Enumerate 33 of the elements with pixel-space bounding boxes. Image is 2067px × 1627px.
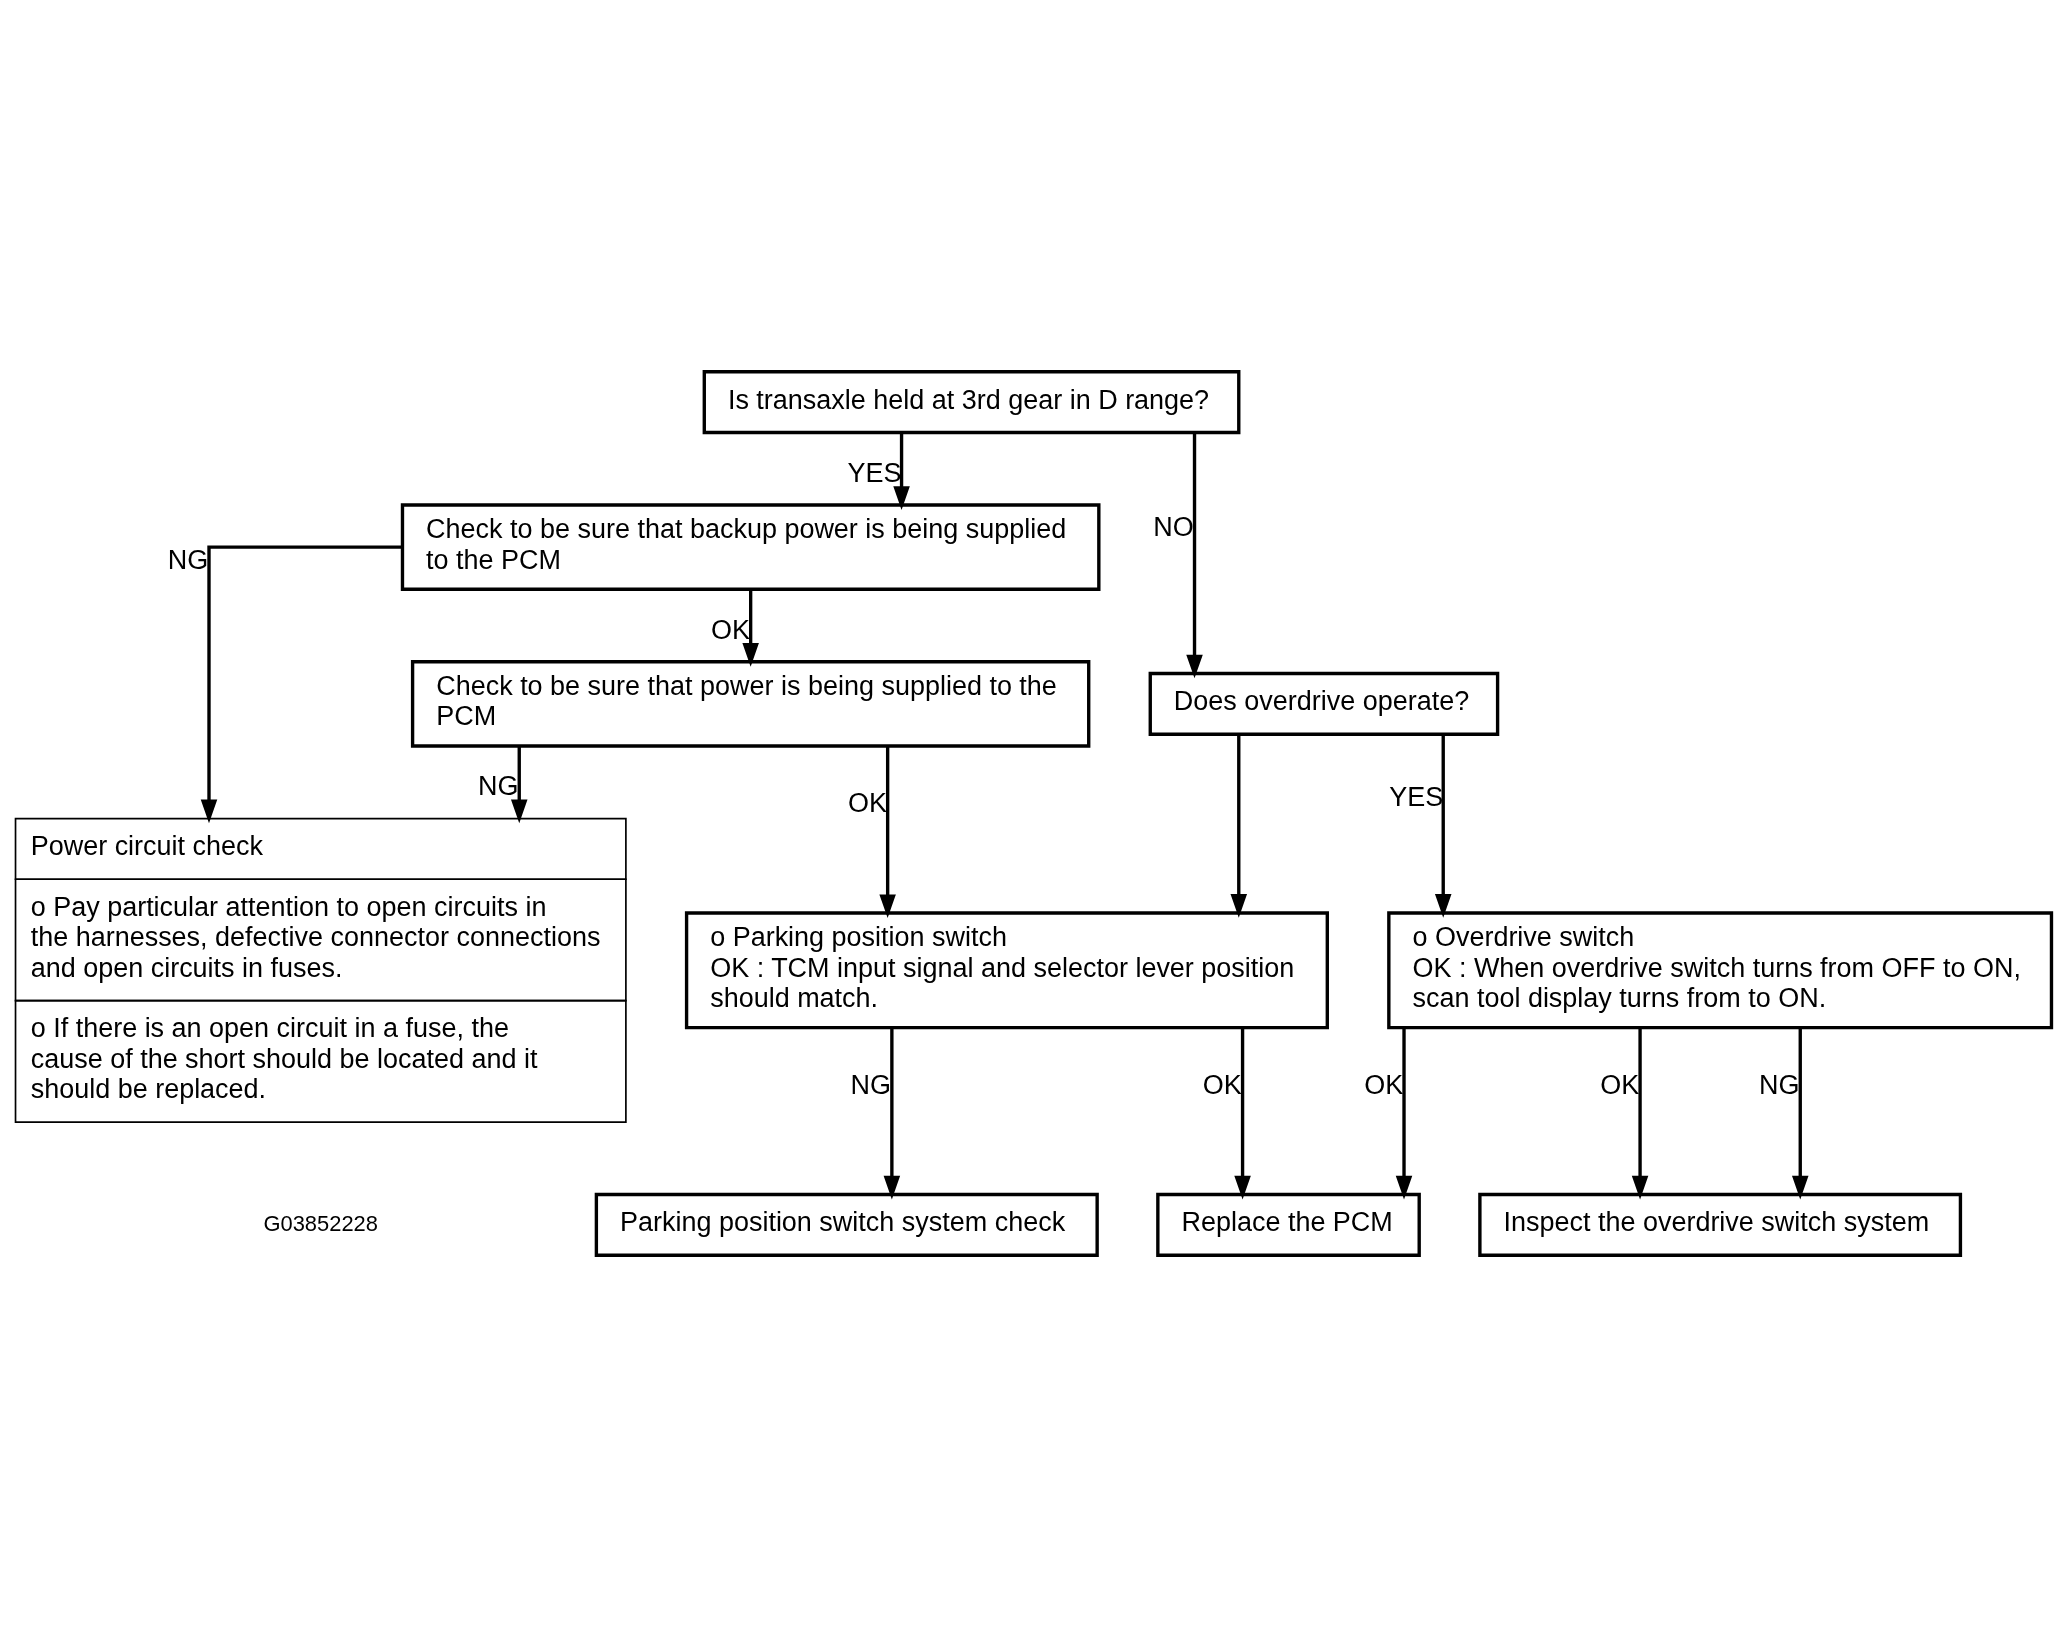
node-box: o Overdrive switch OK : When overdrive switch turns from OFF to ON, scan tool display turns from to ON. bbox=[1387, 911, 2054, 1030]
node-box: Replace the PCM bbox=[1156, 1192, 1421, 1257]
edge-label: NO bbox=[1153, 511, 1194, 542]
edge-label: OK bbox=[1202, 1070, 1242, 1101]
node-box: o Parking position switch OK : TCM input signal and selector lever position should match. bbox=[684, 911, 1329, 1030]
arrow bbox=[1186, 432, 1203, 679]
arrow bbox=[742, 589, 759, 667]
arrow bbox=[1434, 734, 1452, 918]
arrow bbox=[893, 432, 910, 510]
node-box: Inspect the overdrive switch system bbox=[1478, 1192, 1963, 1257]
arrow bbox=[1230, 734, 1248, 918]
node-box: Check to be sure that power is being supplied to the PCM bbox=[410, 660, 1091, 748]
node-box: Parking position switch system check bbox=[594, 1192, 1099, 1257]
node-box: Is transaxle held at 3rd gear in D range? bbox=[702, 370, 1241, 435]
edge-label: OK bbox=[847, 788, 887, 819]
edge-label: OK bbox=[710, 614, 750, 645]
arrow bbox=[1395, 1028, 1413, 1200]
edge-label: NG bbox=[850, 1070, 892, 1101]
edge-label: NG bbox=[1758, 1070, 1800, 1101]
arrow bbox=[200, 545, 403, 824]
edge-label: YES bbox=[847, 458, 902, 488]
arrow bbox=[883, 1028, 901, 1200]
arrow bbox=[1234, 1028, 1251, 1200]
arrow bbox=[879, 746, 896, 919]
node-box: Check to be sure that backup power is being supplied to the PCM bbox=[400, 503, 1101, 591]
node-box: Does overdrive operate? bbox=[1148, 671, 1500, 736]
label: G03852228 bbox=[263, 1210, 378, 1236]
edge-label: NG bbox=[477, 771, 519, 802]
arrow bbox=[1631, 1028, 1649, 1200]
arrow bbox=[510, 746, 528, 824]
edge-label: NG bbox=[167, 544, 209, 575]
edge-label: YES bbox=[1389, 782, 1444, 813]
arrow bbox=[1791, 1028, 1809, 1200]
